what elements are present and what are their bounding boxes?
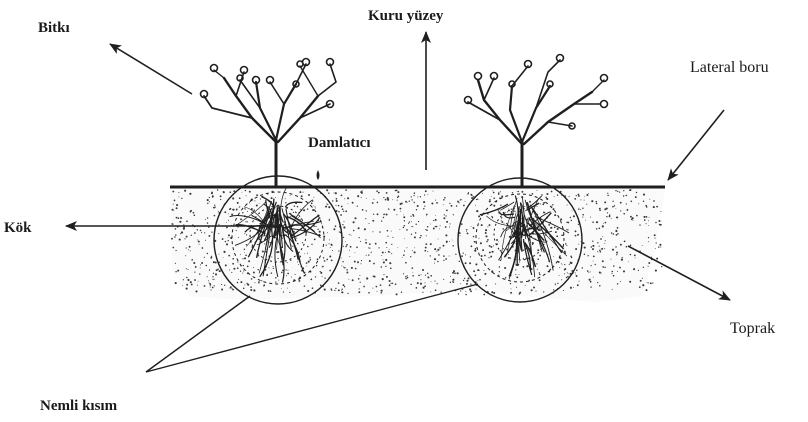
- dripper-icon: [317, 170, 320, 180]
- arrow-lateral-pipe: [668, 110, 724, 180]
- label-moist-zone: Nemli kısım: [40, 398, 118, 414]
- arrow-plant: [110, 44, 192, 94]
- label-dripper: Damlatıcı: [308, 135, 370, 151]
- plant-left-icon: [204, 64, 336, 186]
- label-soil: Toprak: [730, 320, 775, 337]
- label-plant: Bitkı: [38, 20, 70, 36]
- label-root: Kök: [4, 220, 32, 236]
- label-lateral-pipe: Lateral boru: [690, 59, 769, 76]
- plant-right-buds: [465, 55, 608, 130]
- soil-body: [170, 188, 665, 302]
- pointer-moist-left: [146, 296, 250, 372]
- plant-right-icon: [468, 60, 604, 186]
- label-dry-surface: Kuru yüzey: [368, 8, 444, 24]
